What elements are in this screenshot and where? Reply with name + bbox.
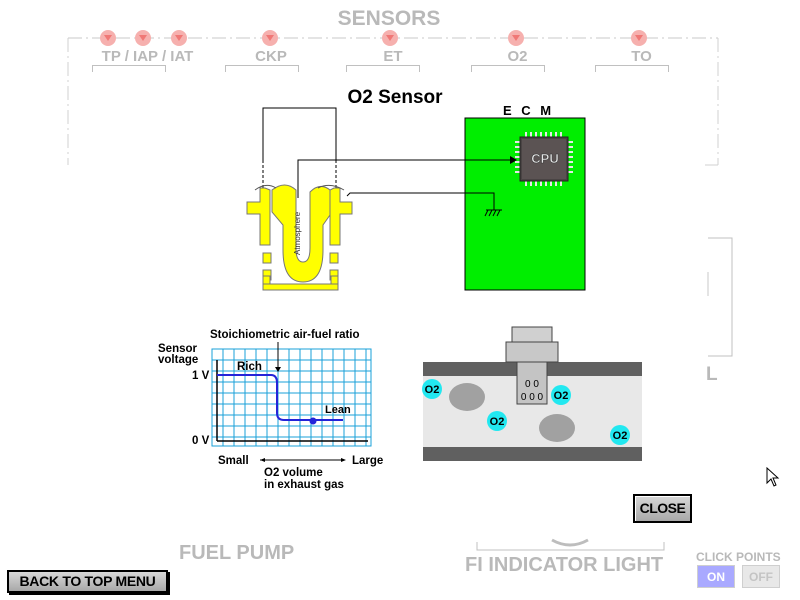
o2-molecule <box>551 385 571 405</box>
ecm-label: E C M <box>503 103 555 118</box>
operating-point-marker <box>309 417 317 425</box>
o2-molecule-label: O2 <box>490 416 505 428</box>
sensor-bracket <box>225 65 299 72</box>
click-point-iap[interactable] <box>135 30 151 46</box>
click-point-to[interactable] <box>631 30 647 46</box>
sensor-bracket <box>92 65 166 72</box>
click-point-et[interactable] <box>382 30 398 46</box>
exhaust-smoke <box>539 414 575 442</box>
voltage-curve <box>217 374 343 421</box>
x-large-label: Large <box>352 455 383 467</box>
ylabel-line2: voltage <box>158 354 198 366</box>
sensor-label-to: TO <box>631 48 652 65</box>
atmosphere-label: Atmosphere <box>293 211 302 255</box>
sensor-label-tp-iap-iat: TP / IAP / IAT <box>101 48 194 65</box>
click-points-on-button[interactable]: ON <box>697 565 735 588</box>
sensor-label-ckp: CKP <box>255 48 287 65</box>
fi-indicator-light-label[interactable]: FI INDICATOR LIGHT <box>465 554 664 576</box>
partial-label: L <box>706 364 718 385</box>
o2-sensor-body <box>246 184 353 291</box>
back-to-top-menu-button[interactable]: BACK TO TOP MENU <box>7 570 168 593</box>
svg-text:0 0: 0 0 <box>525 379 539 390</box>
cpu-chip-icon <box>515 132 573 186</box>
click-points-off-button[interactable]: OFF <box>742 565 780 588</box>
o2-molecule-label: O2 <box>425 384 440 396</box>
sensors-title: SENSORS <box>337 7 441 30</box>
lean-label: Lean <box>325 404 351 416</box>
sensor-label-et: ET <box>383 48 403 65</box>
sensor-label-o2: O2 <box>507 48 528 65</box>
stoichiometric-arrow <box>275 367 281 372</box>
click-point-iat[interactable] <box>171 30 187 46</box>
exhaust-pipe: 0 0 0 0 0 <box>423 326 642 461</box>
click-point-tp[interactable] <box>100 30 116 46</box>
sensor-bracket <box>346 65 420 72</box>
sensor-bracket <box>471 65 545 72</box>
exhaust-smoke <box>449 383 485 411</box>
y-tick-1v: 1 V <box>192 370 210 382</box>
mouse-cursor-icon <box>766 467 780 487</box>
stoichiometric-label: Stoichiometric air-fuel ratio <box>210 329 360 341</box>
o2-molecule-label: O2 <box>613 430 628 442</box>
o2-molecule <box>610 425 630 445</box>
o2-molecule-label: O2 <box>554 390 569 402</box>
svg-text:0 0 0: 0 0 0 <box>521 392 544 403</box>
sensor-bracket <box>595 65 669 72</box>
rich-label: Rich <box>237 361 262 373</box>
popup-title: O2 Sensor <box>347 87 443 108</box>
o2-molecule <box>487 411 507 431</box>
cpu-label: CPU <box>531 151 558 166</box>
sensor-voltage-graph: Stoichiometric air-fuel ratio Sensor vol… <box>158 329 383 491</box>
xlabel-line2: in exhaust gas <box>264 479 344 491</box>
o2-molecule <box>422 379 442 399</box>
fuel-pump-label[interactable]: FUEL PUMP <box>179 542 295 564</box>
ylabel-line1: Sensor <box>158 343 198 355</box>
xlabel-line1: O2 volume <box>264 467 323 479</box>
click-point-o2[interactable] <box>508 30 524 46</box>
click-points-label: CLICK POINTS <box>696 550 781 564</box>
click-point-ckp[interactable] <box>262 30 278 46</box>
close-button[interactable]: CLOSE <box>633 494 692 523</box>
ground-icon <box>484 209 502 217</box>
y-tick-0v: 0 V <box>192 435 210 447</box>
graph-grid-bg <box>211 348 372 447</box>
x-small-label: Small <box>218 455 249 467</box>
